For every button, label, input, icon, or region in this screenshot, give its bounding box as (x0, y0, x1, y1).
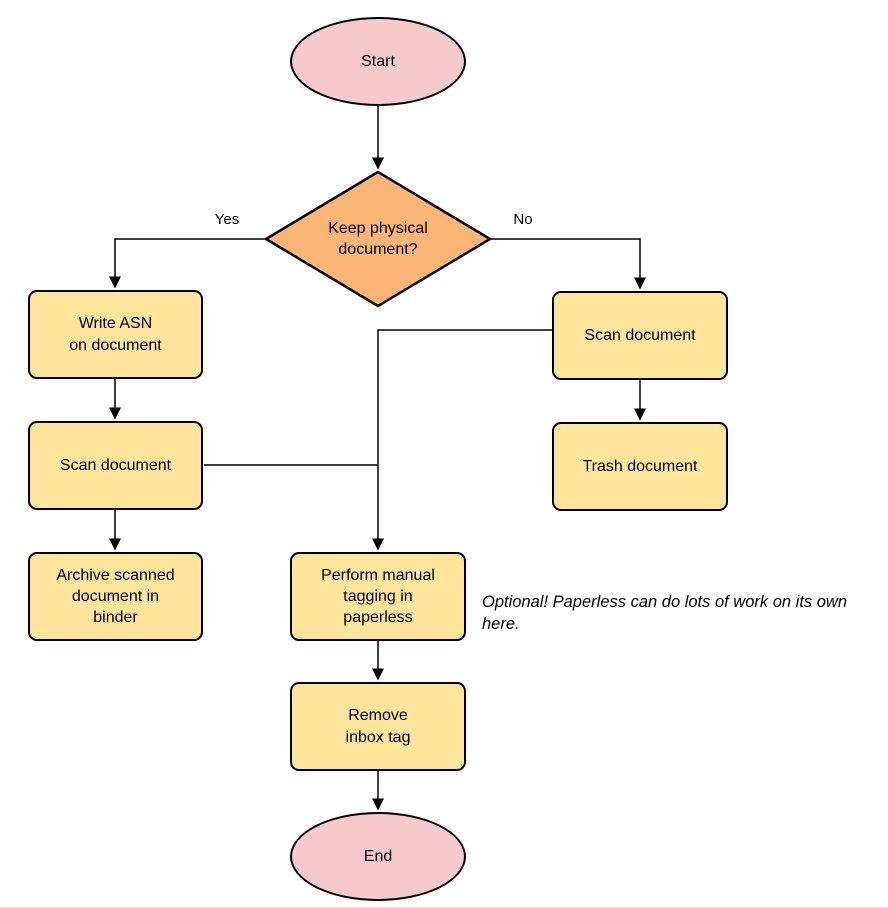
node-decision: Keep physical document? (286, 207, 470, 271)
node-scan-document-left: Scan document (28, 421, 203, 510)
node-archive-scanned-label: Archive scanned document in binder (56, 566, 175, 627)
node-manual-tagging: Perform manual tagging in paperless (290, 552, 466, 641)
node-end: End (290, 812, 466, 901)
node-remove-inbox-tag-label: Remove inbox tag (345, 707, 411, 746)
edge-decision-yes-to-write-asn (109, 238, 266, 289)
node-scan-document-right: Scan document (552, 291, 728, 380)
node-trash-document-label: Trash document (582, 457, 698, 475)
node-manual-tagging-label: Perform manual tagging in paperless (321, 566, 435, 627)
edge-label-no: No (513, 211, 533, 228)
node-decision-label: Keep physical document? (328, 219, 428, 258)
edge-label-yes: Yes (214, 211, 240, 228)
node-start-label: Start (361, 52, 395, 70)
node-remove-inbox-tag: Remove inbox tag (290, 682, 466, 771)
node-end-label: End (363, 847, 393, 865)
edge-decision-no-to-scan-right (490, 238, 646, 290)
node-write-asn-label: Write ASN on document (69, 315, 162, 354)
node-write-asn: Write ASN on document (28, 290, 203, 379)
node-start: Start (290, 17, 466, 106)
node-scan-document-right-label: Scan document (584, 326, 696, 344)
edge-scan-right-to-tagging (372, 329, 552, 551)
node-scan-document-left-label: Scan document (59, 456, 172, 474)
annotation-optional-note: Optional! Paperless can do lots of work … (482, 593, 848, 634)
node-trash-document: Trash document (552, 422, 728, 511)
decision-diamond-shape (264, 170, 492, 308)
node-archive-scanned: Archive scanned document in binder (28, 552, 203, 641)
